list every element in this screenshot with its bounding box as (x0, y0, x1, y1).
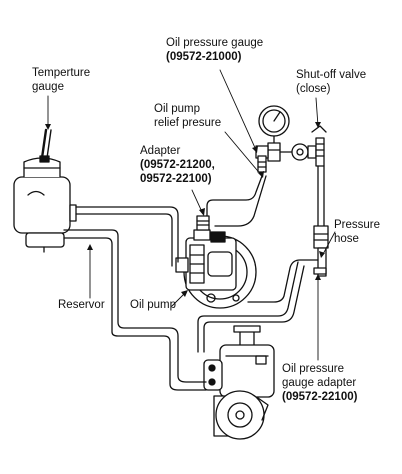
gauge-adapter-part-number: (09572-22100) (282, 391, 358, 403)
leader-lines (47, 69, 336, 361)
temperature-gauge (39, 128, 52, 163)
oil-pressure-gauge-label-line1: Oil pressure gauge (166, 37, 264, 49)
relief-pressure-label: Oil pump relief presure (154, 102, 221, 130)
gauge-adapter-label: Oil pressure gauge adapter (09572-22100) (282, 362, 357, 404)
temperature-gauge-label: Temperture gauge (32, 66, 90, 94)
hydraulic-lines (43, 165, 329, 391)
temperature-gauge-label-line2: gauge (32, 81, 64, 93)
shutoff-valve-label-line1: Shut-off valve (296, 69, 367, 81)
gauge-adapter-label-line2: gauge adapter (282, 377, 357, 389)
adapter-label-line1: Adapter (140, 145, 181, 157)
shutoff-valve-label-line2: (close) (296, 83, 331, 95)
pressure-hose-label-line1: Pressure (334, 219, 381, 231)
adapter-part-number-1: (09572-21200, (140, 159, 215, 171)
reservoir (13, 157, 77, 248)
oil-pressure-gauge-part-number: (09572-21000) (166, 51, 242, 63)
shutoff-valve (291, 125, 327, 167)
temperature-gauge-label-line1: Temperture (32, 67, 91, 79)
oil-pressure-gauge-label: Oil pressure gauge (09572-21000) (166, 36, 263, 64)
relief-pressure-label-line1: Oil pump (154, 103, 201, 115)
adapter-part-number-2: 09572-22100) (140, 173, 212, 185)
oil-pump-label: Oil pump (130, 299, 177, 311)
reservoir-label: Reservor (58, 299, 105, 311)
oil-pump (175, 229, 257, 309)
steering-gear (203, 325, 275, 440)
adapter (196, 215, 226, 243)
gauge-tee-left (255, 145, 269, 173)
gauge-adapter-label-line1: Oil pressure (282, 363, 344, 375)
oil-pressure-gauge (258, 105, 293, 162)
arrow-heads (45, 122, 325, 297)
relief-pressure-label-line2: relief presure (154, 117, 222, 129)
pressure-hose-label: Pressure hose (334, 218, 380, 246)
pressure-hose-label-line2: hose (334, 233, 359, 245)
adapter-label: Adapter (09572-21200, 09572-22100) (140, 144, 215, 186)
shutoff-valve-label: Shut-off valve (close) (296, 68, 366, 96)
